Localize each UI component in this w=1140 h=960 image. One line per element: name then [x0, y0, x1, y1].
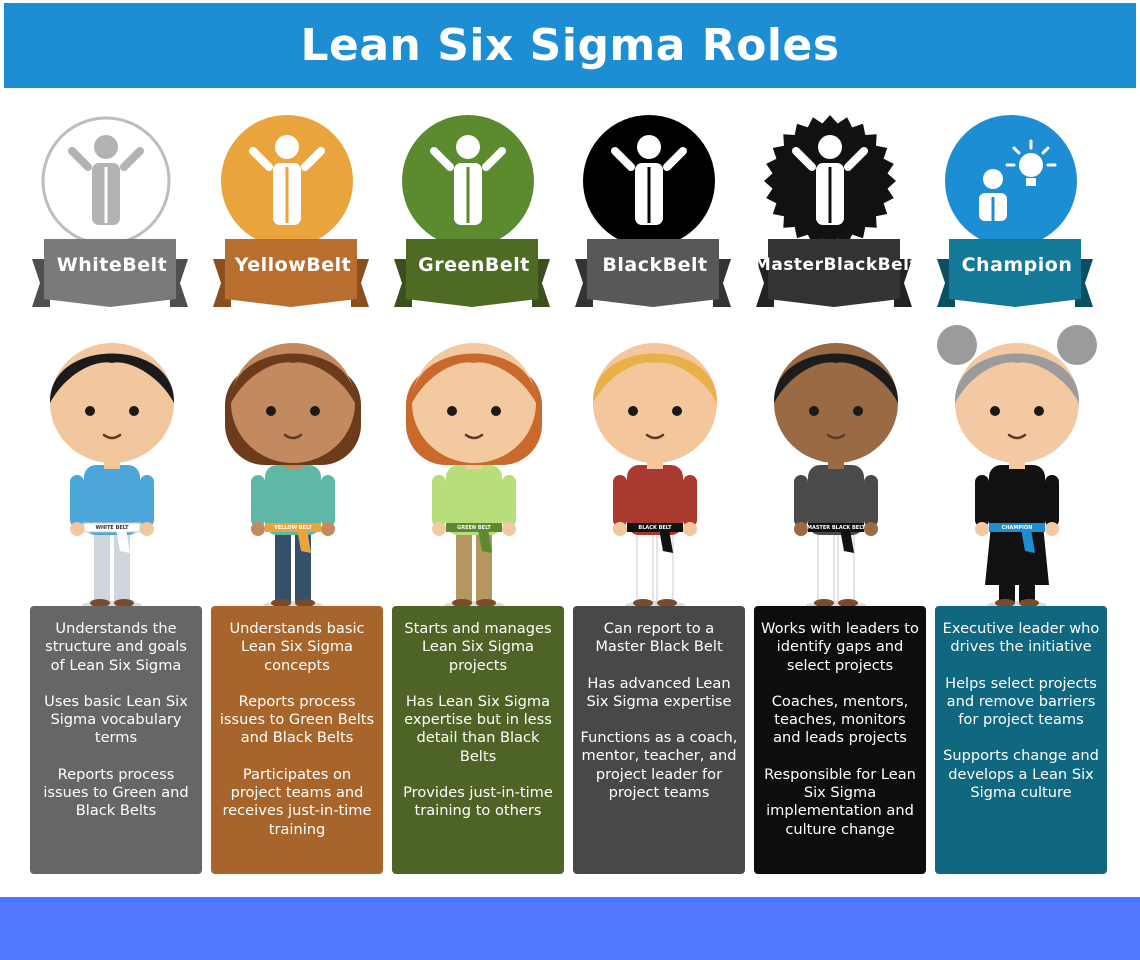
role-responsibility: Has Lean Six Sigma expertise but in less… — [404, 692, 552, 765]
belt-name-line: Belt — [122, 253, 168, 276]
waist-belt-label: BLACK BELT — [638, 525, 672, 531]
role-responsibility: Helps select projects and remove barrier… — [945, 674, 1097, 729]
role-responsibility: Supports change and develops a Lean Six … — [943, 747, 1099, 802]
role-responsibility: Understands basic Lean Six Sigma concept… — [229, 620, 365, 674]
person-illustration — [225, 343, 361, 609]
role-responsibility: Reports process issues to Green and Blac… — [43, 765, 189, 820]
role-description-card: Understands basic Lean Six Sigma concept… — [211, 606, 383, 874]
person-raised-arms-icon — [221, 115, 353, 247]
title-banner: Lean Six Sigma Roles — [4, 3, 1136, 88]
role-description-card: Starts and manages Lean Six Sigma projec… — [392, 606, 564, 874]
waist-belt-label: YELLOW BELT — [274, 525, 312, 531]
role-responsibility: Can report to a Master Black Belt — [595, 620, 723, 656]
belt-name-line: Belt — [662, 253, 708, 276]
role-responsibility: Provides just-in-time training to others — [403, 784, 553, 820]
person-lightbulb-icon — [945, 115, 1077, 247]
page-title: Lean Six Sigma Roles — [300, 20, 840, 71]
person-raised-arms-seal-icon — [764, 115, 896, 247]
person-raised-arms-icon — [402, 115, 534, 247]
role-description-card: Works with leaders to identify gaps and … — [754, 606, 926, 874]
person-raised-arms-icon — [583, 115, 715, 247]
role-description-card: Understands the structure and goals of L… — [30, 606, 202, 874]
belt-ribbon — [213, 239, 369, 307]
waist-belt-label: CHAMPION — [1001, 525, 1033, 531]
role-responsibility: Uses basic Lean Six Sigma vocabulary ter… — [44, 692, 188, 747]
waist-belt-label: MASTER BLACK BELT — [806, 525, 865, 531]
belt-name-line: White — [56, 253, 123, 276]
footer-bar — [0, 897, 1140, 960]
person-illustration — [49, 343, 175, 609]
belt-name: Champion — [953, 238, 1081, 292]
belt-ribbon — [575, 239, 731, 307]
waist-belt-label: GREEN BELT — [457, 525, 491, 531]
person-raised-arms-icon — [41, 116, 171, 246]
belt-name-line: Black — [823, 255, 878, 275]
person-illustration — [406, 343, 542, 609]
belt-ribbon — [394, 239, 550, 307]
belt-name-line: Belt — [484, 253, 530, 276]
belt-ribbon — [937, 239, 1093, 307]
role-responsibility: Functions as a coach, mentor, teacher, a… — [580, 729, 738, 802]
role-responsibility: Works with leaders to identify gaps and … — [761, 620, 919, 674]
belt-name-line: Master — [753, 255, 824, 275]
belt-ribbon — [32, 239, 188, 307]
role-responsibility: Responsible for Lean Six Sigma implement… — [764, 765, 916, 838]
belt-name-line: Belt — [877, 255, 919, 275]
belt-name-line: Green — [418, 253, 485, 276]
role-responsibility: Executive leader who drives the initiati… — [942, 620, 1100, 656]
person-illustration — [773, 343, 899, 609]
belt-name-line: Belt — [306, 253, 352, 276]
role-description-card: Executive leader who drives the initiati… — [935, 606, 1107, 874]
role-responsibility: Participates on project teams and receiv… — [222, 765, 372, 838]
belt-name-line: Champion — [961, 253, 1073, 276]
role-responsibility: Reports process issues to Green Belts an… — [219, 692, 375, 747]
person-illustration — [592, 343, 718, 609]
role-responsibility: Starts and manages Lean Six Sigma projec… — [404, 620, 552, 674]
belt-ribbon — [756, 239, 912, 307]
role-responsibility: Has advanced Lean Six Sigma expertise — [586, 674, 732, 710]
belt-name-line: Yellow — [234, 253, 307, 276]
role-responsibility: Understands the structure and goals of L… — [45, 620, 187, 674]
belt-name-line: Black — [602, 253, 663, 276]
role-responsibility: Coaches, mentors, teaches, monitors and … — [771, 692, 909, 747]
person-illustration — [937, 325, 1097, 609]
waist-belt-label: WHITE BELT — [95, 525, 129, 531]
